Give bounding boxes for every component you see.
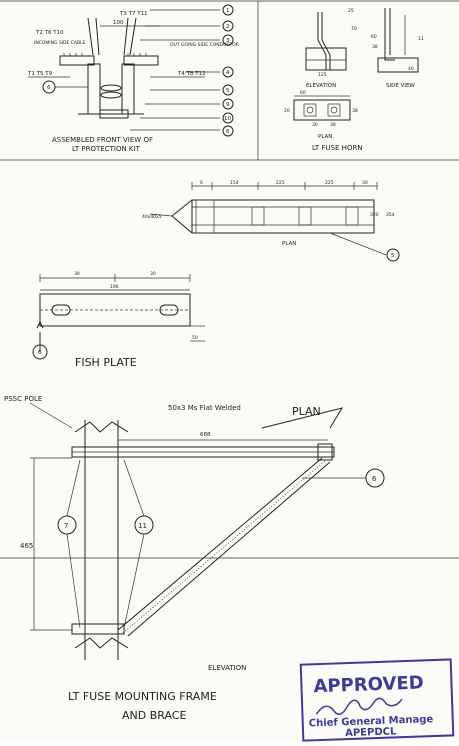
side-view-label: SIDE VIEW bbox=[386, 83, 415, 89]
frame-plan-label: PLAN bbox=[292, 405, 321, 418]
frame-note: 50x3 Ms Flat Welded bbox=[168, 404, 241, 412]
terminals-left-label: T2 T6 T10 bbox=[35, 30, 64, 36]
plan-dim-38: 38 bbox=[352, 108, 358, 114]
frame-title-2: AND BRACE bbox=[122, 709, 186, 722]
plan-side-dim-354: 354 bbox=[386, 212, 395, 218]
frame-callout-11: 11 bbox=[138, 522, 147, 530]
terminals-top-label: T3 T7 T11 bbox=[119, 11, 148, 17]
lt-fuse-horn-caption: LT FUSE HORN bbox=[312, 144, 363, 152]
dim-top-label: 100 bbox=[113, 20, 124, 26]
horn-plan-label: PLAN bbox=[318, 134, 332, 140]
svg-text:OUT GOING SIDE CONDUCTOR: OUT GOING SIDE CONDUCTOR bbox=[170, 42, 239, 48]
fish-dim-50: 50 bbox=[192, 335, 198, 341]
front-view-caption-1: ASSEMBLED FRONT VIEW OF bbox=[52, 136, 153, 144]
plan-side-dim-320: 320 bbox=[370, 212, 379, 218]
callout-3: 3 bbox=[226, 38, 230, 44]
side-dim-11: 11 bbox=[418, 36, 424, 42]
lt-fuse-horn: 25 70 125 ELEVATION 60 11 38 40 SIDE VIE… bbox=[284, 8, 424, 152]
stamp-signature bbox=[315, 697, 403, 716]
callout-6: 6 bbox=[226, 129, 230, 135]
horn-dim-125: 125 bbox=[318, 72, 327, 78]
incoming-label: INCOMING SIDE CABLE bbox=[34, 40, 86, 46]
assembled-front-view: 100 T3 T7 T11 T2 T6 T10 INCOMING SIDE CA… bbox=[27, 4, 239, 153]
svg-text:INCOMING SIDE CABLE: INCOMING SIDE CABLE bbox=[34, 40, 86, 46]
stamp-org-text: APEPDCL bbox=[345, 726, 397, 739]
frame-callout-6: 6 bbox=[372, 475, 377, 483]
elevation-label: ELEVATION bbox=[306, 83, 336, 89]
approved-stamp: APPROVED Chief General Manage APEPDCL bbox=[299, 658, 455, 742]
terminals-bottom-left-label: T1 T5 T9 bbox=[27, 71, 53, 77]
frame-elevation-label: ELEVATION bbox=[208, 664, 246, 672]
frame-title-1: LT FUSE MOUNTING FRAME bbox=[68, 690, 217, 703]
plan-dim-20: 20 bbox=[284, 108, 290, 114]
fish-dim-30b: 30 bbox=[150, 271, 156, 277]
plan-dim-60: 60 bbox=[300, 90, 306, 96]
stamp-approved-text: APPROVED bbox=[313, 672, 424, 697]
callout-10: 10 bbox=[224, 116, 231, 122]
callout-4: 4 bbox=[226, 70, 230, 76]
plan-dim-30: 30 bbox=[362, 180, 368, 186]
mounting-frame: PSSC POLE 50x3 Ms Flat Welded PLAN 688 6… bbox=[0, 395, 459, 722]
terminals-bottom-right-label: T4 T8 T12 bbox=[177, 71, 206, 77]
frame-callout-7: 7 bbox=[64, 522, 68, 530]
plan-dim-30: 30 bbox=[312, 122, 318, 128]
plan-section-callout: 5 bbox=[391, 253, 395, 259]
fish-plate-callout: 6 bbox=[38, 350, 42, 356]
horn-dim-70: 70 bbox=[351, 26, 357, 32]
plan-dim-225a: 225 bbox=[276, 180, 285, 186]
front-view-caption-2: LT PROTECTION KIT bbox=[72, 145, 141, 153]
outgoing-label: OUT GOING SIDE CONDUCTOR bbox=[170, 42, 239, 48]
frame-dim-688: 688 bbox=[200, 432, 211, 438]
callout-9: 9 bbox=[226, 102, 230, 108]
plan-section-label: PLAN bbox=[282, 241, 296, 247]
plan-dim-225b: 225 bbox=[325, 180, 334, 186]
front-view-callouts: 1 2 3 4 5 9 10 6 bbox=[222, 4, 234, 137]
plan-section: 6 154 225 225 30 40x40x5 320 354 PLAN 5 bbox=[142, 180, 400, 262]
plan-dim-6: 6 bbox=[200, 180, 203, 186]
top-panel-frame bbox=[0, 0, 459, 161]
stamp-role-text: Chief General Manage bbox=[309, 714, 434, 729]
plan-left-tag: 40x40x5 bbox=[142, 214, 162, 220]
side-dim-40: 40 bbox=[408, 66, 414, 72]
left-callout-label: 6 bbox=[47, 85, 51, 91]
fish-plate-title: FISH PLATE bbox=[75, 356, 137, 369]
side-dim-60: 60 bbox=[371, 34, 377, 40]
fish-plate: 30 30 196 50 6 FISH PLATE bbox=[32, 271, 205, 369]
callout-1: 1 bbox=[226, 8, 230, 14]
fish-dim-196: 196 bbox=[110, 284, 119, 290]
callout-2: 2 bbox=[226, 24, 230, 30]
pole-label: PSSC POLE bbox=[4, 395, 42, 403]
callout-5: 5 bbox=[226, 88, 230, 94]
frame-dim-465: 465 bbox=[20, 542, 33, 550]
horn-dim-25: 25 bbox=[348, 8, 354, 14]
fish-dim-30a: 30 bbox=[74, 271, 80, 277]
plan-dim-154: 154 bbox=[230, 180, 239, 186]
side-dim-38: 38 bbox=[372, 44, 378, 50]
plan-dim-38b: 38 bbox=[330, 122, 336, 128]
